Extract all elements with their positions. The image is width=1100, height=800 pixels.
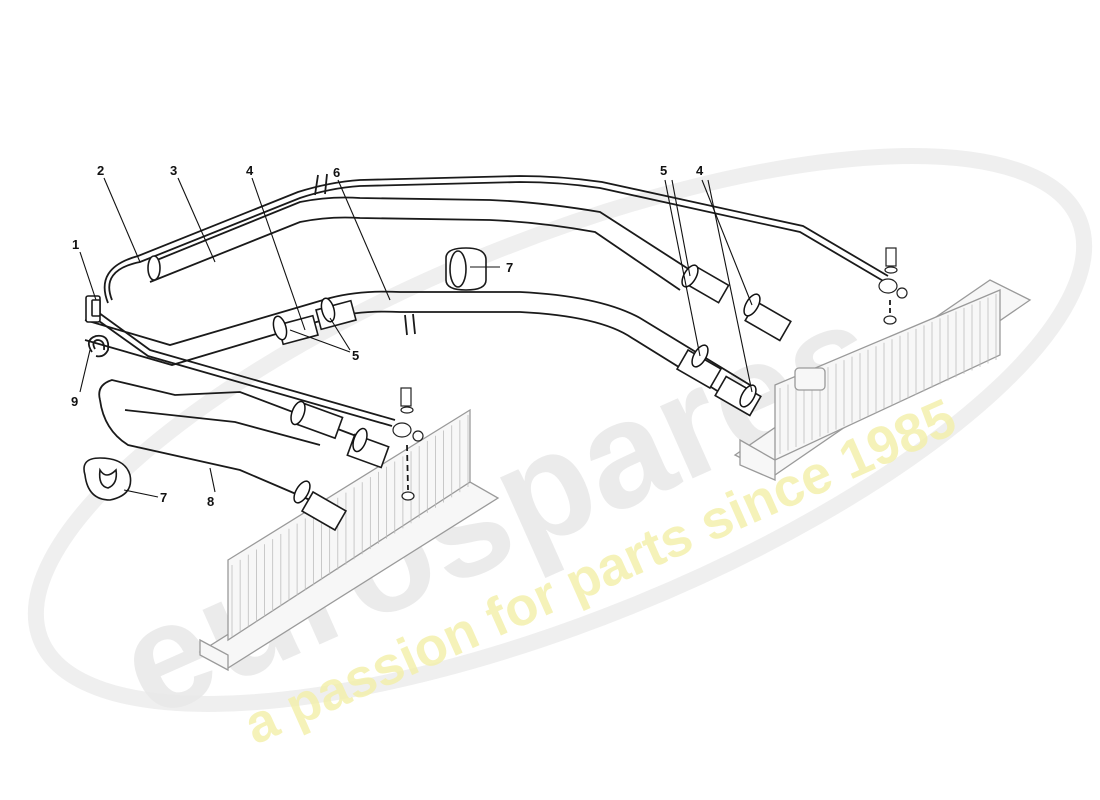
callout-7-upper: 7: [506, 260, 513, 275]
thin-pipe-lower: [91, 309, 396, 427]
left-radiator: [198, 408, 500, 672]
rubber-grommet-lower: [83, 457, 132, 501]
watermark: eurospares a passion for parts since 198…: [27, 148, 1093, 756]
callout-7-lower: 7: [160, 490, 167, 505]
hose-clip: [87, 334, 110, 358]
leader-lines: [79, 177, 753, 498]
callout-8: 8: [207, 494, 214, 509]
callout-1: 1: [72, 237, 79, 252]
lower-tube: [98, 379, 381, 501]
banjo-fitting-left: [392, 387, 424, 501]
bracket: [85, 295, 101, 323]
callout-4-left: 4: [246, 163, 254, 178]
watermark-swoosh: [27, 148, 1093, 712]
thin-pipe-upper: [103, 175, 889, 304]
callout-6: 6: [333, 165, 340, 180]
upper-main-tube: [147, 173, 691, 291]
callout-5-right: 5: [660, 163, 667, 178]
callouts: 1 2 3 4 4 5 5 6 7 7 8 9: [71, 163, 704, 509]
callout-5-left: 5: [352, 348, 359, 363]
rubber-grommet-upper: [445, 247, 487, 291]
callout-9: 9: [71, 394, 78, 409]
callout-2: 2: [97, 163, 104, 178]
right-radiator: [733, 279, 1032, 481]
callout-4-right: 4: [696, 163, 704, 178]
banjo-fitting-right: [878, 247, 908, 325]
callout-3: 3: [170, 163, 177, 178]
